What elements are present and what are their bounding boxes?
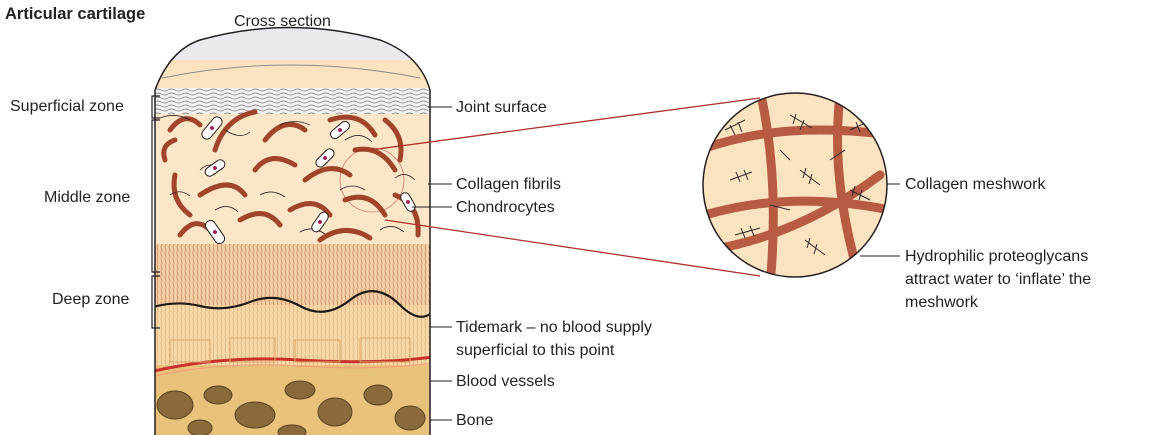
proteoglycans-label-line2: attract water to ‘inflate’ the: [905, 270, 1091, 289]
cartilage-column: [150, 0, 440, 435]
superficial-zone-label: Superficial zone: [10, 97, 124, 116]
proteoglycans-label-line1: Hydrophilic proteoglycans: [905, 247, 1088, 266]
cross-section-label: Cross section: [234, 12, 331, 31]
collagen-meshwork-label: Collagen meshwork: [905, 175, 1046, 194]
proteoglycans-label-line3: meshwork: [905, 293, 978, 312]
bone-label: Bone: [456, 411, 493, 430]
joint-surface-label: Joint surface: [456, 98, 547, 117]
middle-zone-label: Middle zone: [44, 188, 130, 207]
collagen-fibrils-label: Collagen fibrils: [456, 175, 561, 194]
tidemark-label-line1: Tidemark – no blood supply: [456, 318, 652, 337]
blood-vessels-label: Blood vessels: [456, 372, 555, 391]
tidemark-label-line2: superficial to this point: [456, 341, 614, 360]
deep-zone-label: Deep zone: [52, 290, 129, 309]
diagram-title: Articular cartilage: [5, 5, 145, 24]
chondrocytes-label: Chondrocytes: [456, 198, 555, 217]
